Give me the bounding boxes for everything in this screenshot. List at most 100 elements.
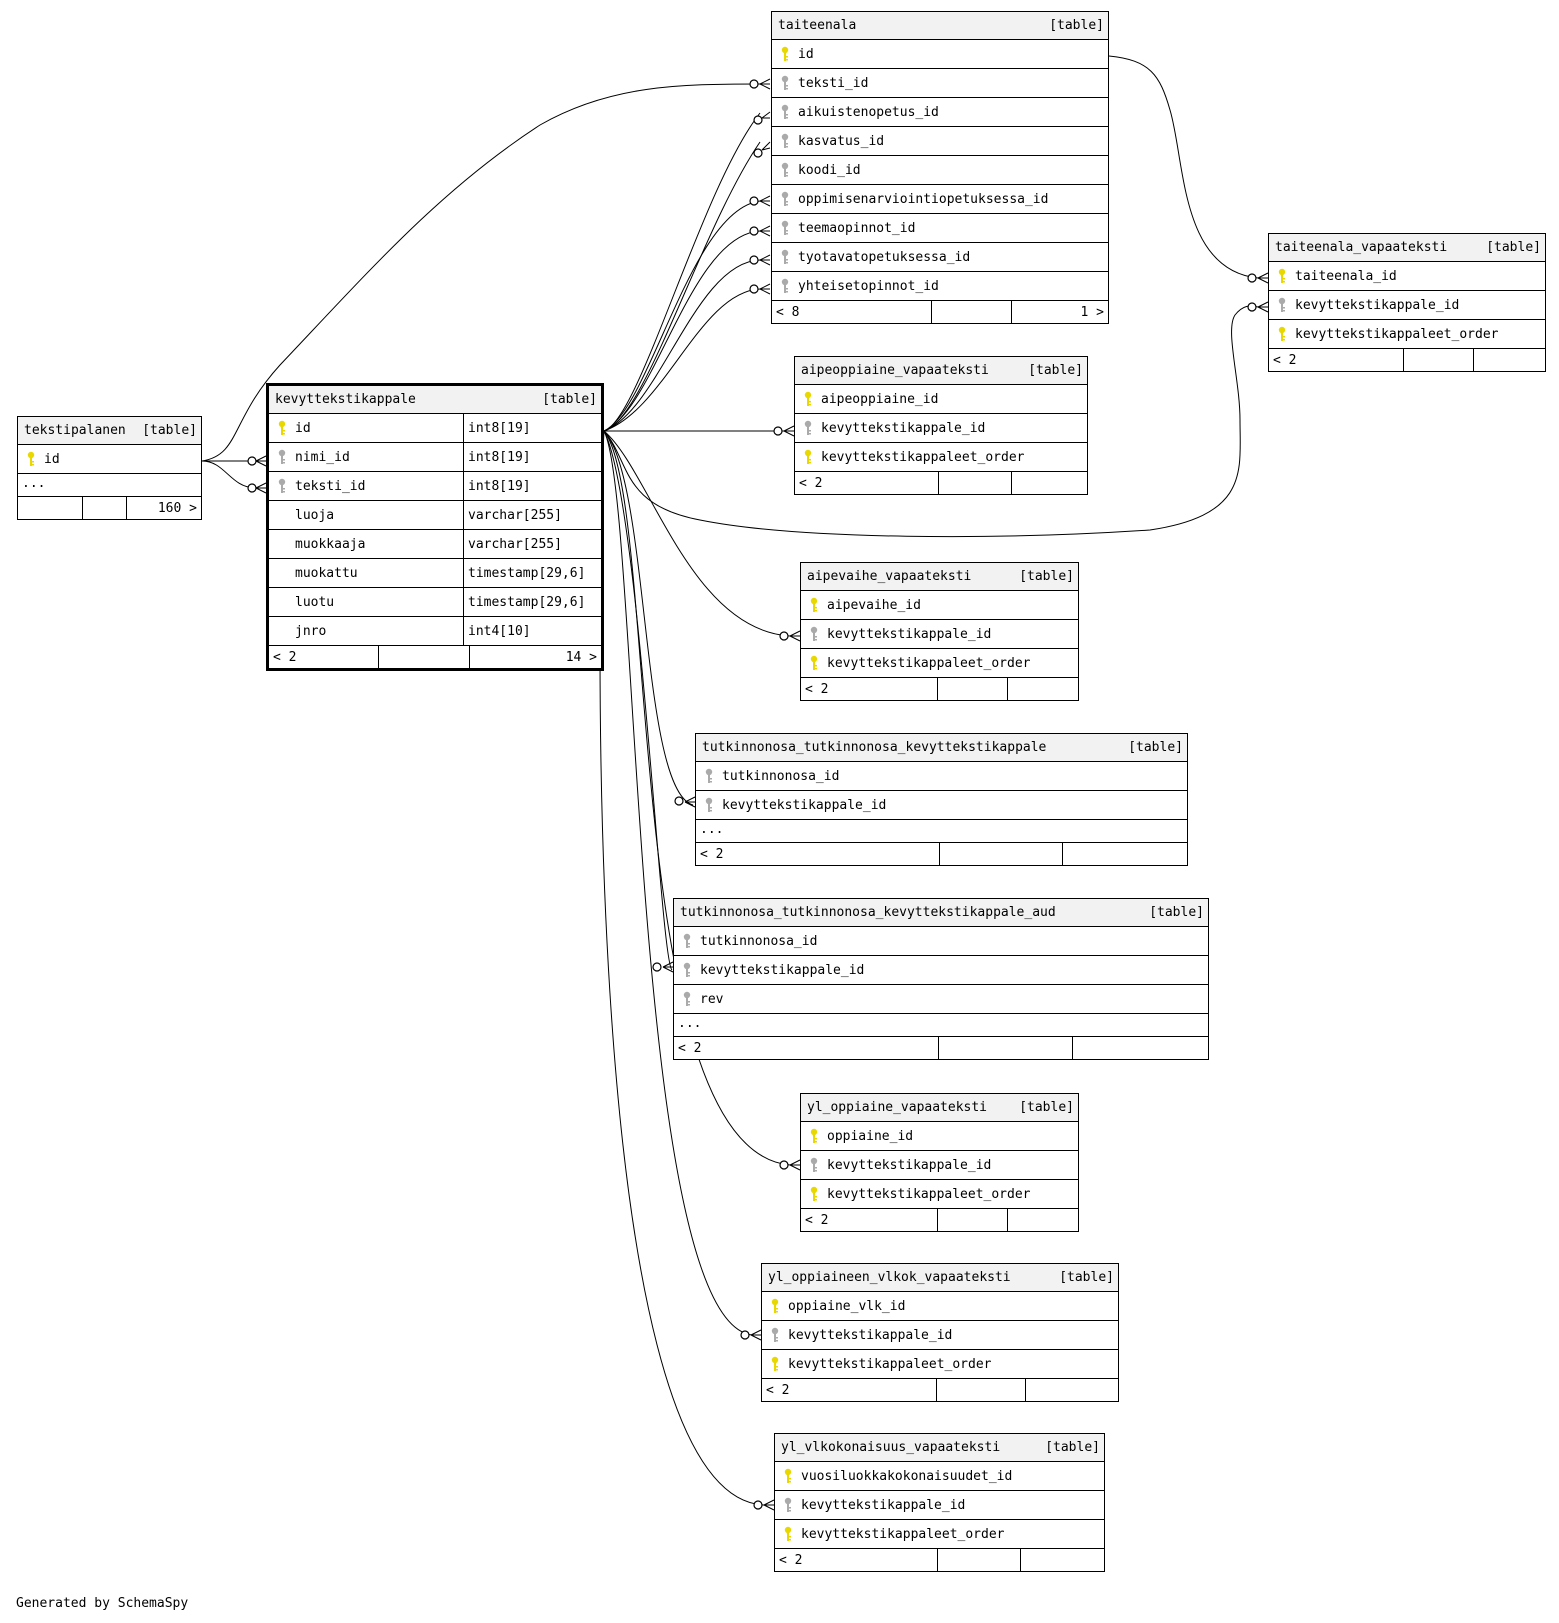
column-name: taiteenala_id bbox=[1295, 268, 1397, 284]
footer-cell[interactable]: < 2 bbox=[1273, 352, 1297, 368]
primary-key-icon bbox=[781, 1520, 795, 1548]
footer-cell[interactable]: < 2 bbox=[799, 475, 823, 491]
foreign-key-icon bbox=[807, 1151, 821, 1179]
column-row[interactable]: rev bbox=[674, 985, 1208, 1014]
table-yl-oppiaine-vapaateksti[interactable]: yl_oppiaine_vapaateksti [table] oppiaine… bbox=[800, 1093, 1079, 1232]
primary-key-icon bbox=[768, 1292, 782, 1320]
column-row[interactable]: luoja varchar[255] bbox=[269, 501, 601, 530]
column-row[interactable]: oppiaine_vlk_id bbox=[762, 1292, 1118, 1321]
table-kind: [table] bbox=[1045, 1440, 1100, 1455]
footer-cell[interactable] bbox=[1006, 678, 1079, 700]
footer-cell[interactable] bbox=[936, 678, 1007, 700]
footer-cell[interactable] bbox=[937, 472, 1011, 494]
footer-cell[interactable] bbox=[1024, 1379, 1118, 1401]
footer-cell[interactable] bbox=[1062, 843, 1187, 865]
column-type: int8[19] bbox=[463, 472, 601, 500]
column-row[interactable]: kevyttekstikappale_id bbox=[674, 956, 1208, 985]
table-taiteenala-vapaateksti[interactable]: taiteenala_vapaateksti [table] taiteenal… bbox=[1268, 233, 1546, 372]
footer-cell[interactable]: < 8 bbox=[776, 304, 800, 320]
footer-cell[interactable]: < 2 bbox=[779, 1552, 803, 1568]
column-row[interactable]: nimi_id int8[19] bbox=[269, 443, 601, 472]
footer-cell[interactable]: < 2 bbox=[700, 846, 724, 862]
footer-cell[interactable] bbox=[931, 301, 1011, 323]
footer-cell[interactable]: < 2 bbox=[678, 1040, 702, 1056]
column-row[interactable]: kevyttekstikappaleet_order bbox=[775, 1520, 1104, 1549]
footer-cell[interactable] bbox=[18, 497, 82, 519]
primary-key-icon bbox=[778, 40, 792, 68]
column-row[interactable]: koodi_id bbox=[772, 156, 1108, 185]
column-row[interactable]: yhteisetopinnot_id bbox=[772, 272, 1108, 301]
footer-cell[interactable] bbox=[936, 1379, 1025, 1401]
no-key bbox=[275, 588, 289, 616]
column-type: int4[10] bbox=[463, 617, 601, 645]
column-row[interactable]: oppimisenarviointiopetuksessa_id bbox=[772, 185, 1108, 214]
column-row[interactable]: kasvatus_id bbox=[772, 127, 1108, 156]
column-row[interactable]: jnro int4[10] bbox=[269, 617, 601, 646]
table-kevyttekstikappale[interactable]: kevyttekstikappale [table] id int8[19] n… bbox=[266, 383, 604, 671]
column-row[interactable]: tutkinnonosa_id bbox=[674, 927, 1208, 956]
column-row[interactable]: kevyttekstikappaleet_order bbox=[801, 649, 1078, 678]
footer-cell[interactable]: < 2 bbox=[805, 681, 829, 697]
edge-kevyt-tutkinnonosa bbox=[603, 430, 694, 806]
footer-cell[interactable]: < 2 bbox=[805, 1212, 829, 1228]
table-aipevaihe-vapaateksti[interactable]: aipevaihe_vapaateksti [table] aipevaihe_… bbox=[800, 562, 1079, 701]
column-row[interactable]: kevyttekstikappale_id bbox=[801, 620, 1078, 649]
column-row[interactable]: aikuistenopetus_id bbox=[772, 98, 1108, 127]
footer-cell[interactable] bbox=[378, 646, 469, 668]
column-row[interactable]: kevyttekstikappale_id bbox=[1269, 291, 1545, 320]
footer-cell[interactable] bbox=[937, 1037, 1072, 1059]
table-taiteenala[interactable]: taiteenala [table] id teksti_id aikuiste… bbox=[771, 11, 1109, 324]
footer-cell[interactable]: < 2 bbox=[766, 1382, 790, 1398]
column-row[interactable]: vuosiluokkakokonaisuudet_id bbox=[775, 1462, 1104, 1491]
primary-key-icon bbox=[807, 1180, 821, 1208]
column-row[interactable]: kevyttekstikappale_id bbox=[762, 1321, 1118, 1350]
footer-cell[interactable]: < 2 bbox=[273, 649, 297, 665]
footer-cell[interactable]: 160 > bbox=[125, 497, 201, 519]
footer-cell[interactable] bbox=[936, 1549, 1020, 1571]
footer-cell[interactable] bbox=[1472, 349, 1545, 371]
table-yl-oppiaineen-vlkok-vapaateksti[interactable]: yl_oppiaineen_vlkok_vapaateksti [table] … bbox=[761, 1263, 1119, 1402]
column-row[interactable]: id int8[19] bbox=[269, 414, 601, 443]
column-row[interactable]: tutkinnonosa_id bbox=[696, 762, 1187, 791]
column-row[interactable]: muokattu timestamp[29,6] bbox=[269, 559, 601, 588]
footer-cell[interactable]: 1 > bbox=[1010, 301, 1108, 323]
column-row[interactable]: teksti_id int8[19] bbox=[269, 472, 601, 501]
column-row[interactable]: muokkaaja varchar[255] bbox=[269, 530, 601, 559]
column-row[interactable]: oppiaine_id bbox=[801, 1122, 1078, 1151]
footer-cell[interactable] bbox=[1019, 1549, 1105, 1571]
column-row[interactable]: tyotavatopetuksessa_id bbox=[772, 243, 1108, 272]
column-row[interactable]: kevyttekstikappale_id bbox=[795, 414, 1087, 443]
table-footer: < 2 bbox=[801, 1209, 1078, 1231]
column-row[interactable]: kevyttekstikappale_id bbox=[801, 1151, 1078, 1180]
column-row[interactable]: kevyttekstikappale_id bbox=[775, 1491, 1104, 1520]
footer-cell[interactable] bbox=[938, 843, 1063, 865]
footer-cell[interactable] bbox=[82, 497, 126, 519]
column-row[interactable]: id bbox=[772, 40, 1108, 69]
column-row[interactable]: kevyttekstikappaleet_order bbox=[1269, 320, 1545, 349]
column-row[interactable]: teksti_id bbox=[772, 69, 1108, 98]
footer-cell[interactable] bbox=[1402, 349, 1473, 371]
column-row[interactable]: kevyttekstikappaleet_order bbox=[795, 443, 1087, 472]
column-row[interactable]: aipevaihe_id bbox=[801, 591, 1078, 620]
foreign-key-icon bbox=[275, 472, 289, 500]
column-name: kevyttekstikappaleet_order bbox=[788, 1356, 992, 1372]
column-row[interactable]: teemaopinnot_id bbox=[772, 214, 1108, 243]
footer-cell[interactable]: 14 > bbox=[469, 646, 601, 668]
column-row[interactable]: aipeoppiaine_id bbox=[795, 385, 1087, 414]
column-row[interactable]: kevyttekstikappaleet_order bbox=[762, 1350, 1118, 1379]
column-row[interactable]: taiteenala_id bbox=[1269, 262, 1545, 291]
table-tutkinnonosa-kevyttekstikappale-aud[interactable]: tutkinnonosa_tutkinnonosa_kevyttekstikap… bbox=[673, 898, 1209, 1060]
footer-cell[interactable] bbox=[936, 1209, 1007, 1231]
column-row[interactable]: luotu timestamp[29,6] bbox=[269, 588, 601, 617]
table-tekstipalanen[interactable]: tekstipalanen [table] id ...160 > bbox=[17, 416, 202, 520]
footer-cell[interactable] bbox=[1010, 472, 1088, 494]
column-row[interactable]: kevyttekstikappale_id bbox=[696, 791, 1187, 820]
table-yl-vlkokonaisuus-vapaateksti[interactable]: yl_vlkokonaisuus_vapaateksti [table] vuo… bbox=[774, 1433, 1105, 1572]
footer-cell[interactable] bbox=[1071, 1037, 1209, 1059]
column-row[interactable]: id bbox=[18, 445, 201, 474]
footer-cell[interactable] bbox=[1006, 1209, 1079, 1231]
column-row[interactable]: kevyttekstikappaleet_order bbox=[801, 1180, 1078, 1209]
table-tutkinnonosa-kevyttekstikappale[interactable]: tutkinnonosa_tutkinnonosa_kevyttekstikap… bbox=[695, 733, 1188, 866]
table-aipeoppiaine-vapaateksti[interactable]: aipeoppiaine_vapaateksti [table] aipeopp… bbox=[794, 356, 1088, 495]
table-kind: [table] bbox=[1019, 569, 1074, 584]
